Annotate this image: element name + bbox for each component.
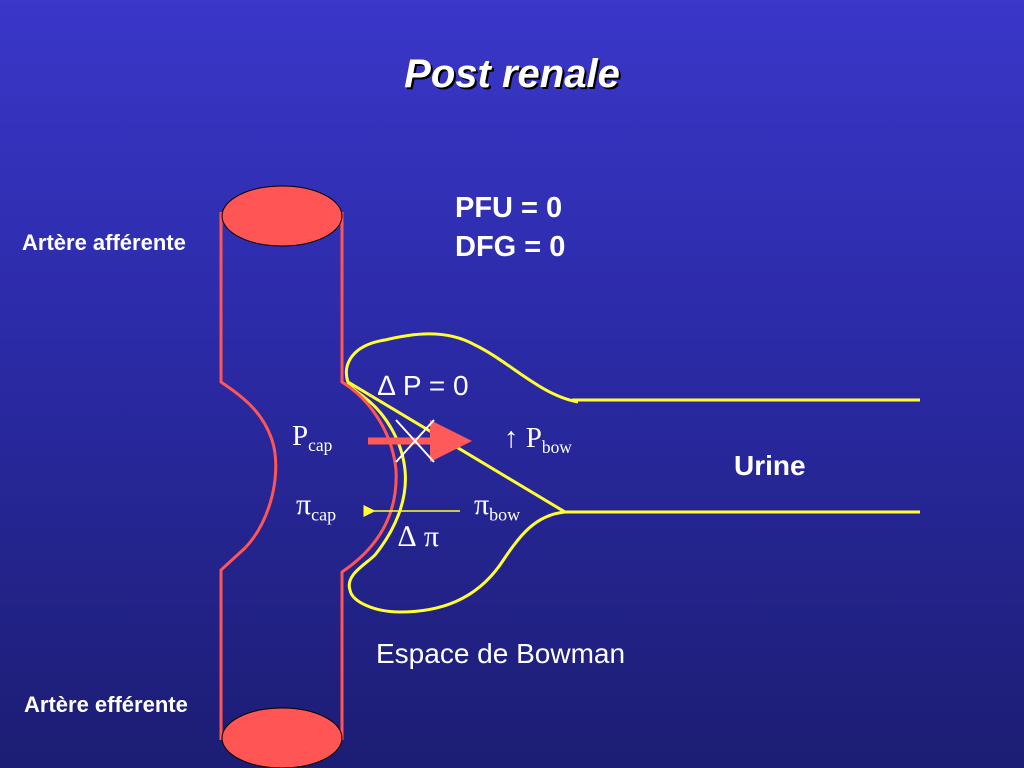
pi-cap-symbol: π xyxy=(296,488,312,521)
p-bow-label: ↑ Pbow xyxy=(504,422,572,458)
efferent-artery-end xyxy=(221,707,343,768)
pi-bow-label: πbow xyxy=(474,488,520,525)
p-cap-symbol: P xyxy=(292,420,309,452)
pfu-result: PFU = 0 xyxy=(455,192,563,224)
up-arrow-icon: ↑ xyxy=(504,422,519,454)
bowman-space-label: Espace de Bowman xyxy=(376,638,626,669)
afferent-artery-label: Artère afférente xyxy=(22,230,186,255)
efferent-artery-label: Artère efférente xyxy=(24,692,188,717)
pi-bow-subscript: bow xyxy=(489,504,521,525)
dfg-result: DFG = 0 xyxy=(455,231,566,263)
p-bow-symbol: P xyxy=(525,422,542,454)
blocked-cross-line-2 xyxy=(395,419,435,463)
pi-cap-label: πcap xyxy=(296,488,336,525)
p-cap-label: Pcap xyxy=(292,420,332,456)
p-bow-subscript: bow xyxy=(541,437,572,458)
afferent-artery-end xyxy=(221,185,343,247)
delta-p-label: ∆ P = 0 xyxy=(378,370,469,401)
bowman-capsule-outline xyxy=(344,332,920,614)
vessel-left-wall xyxy=(219,212,278,740)
pi-cap-subscript: cap xyxy=(311,504,337,525)
vessel-right-wall xyxy=(340,212,398,740)
urine-label: Urine xyxy=(734,450,806,481)
delta-pi-label: ∆ π xyxy=(398,520,440,553)
slide-title: Post renale xyxy=(404,52,620,96)
pi-bow-symbol: π xyxy=(474,488,490,521)
p-cap-subscript: cap xyxy=(308,435,333,456)
